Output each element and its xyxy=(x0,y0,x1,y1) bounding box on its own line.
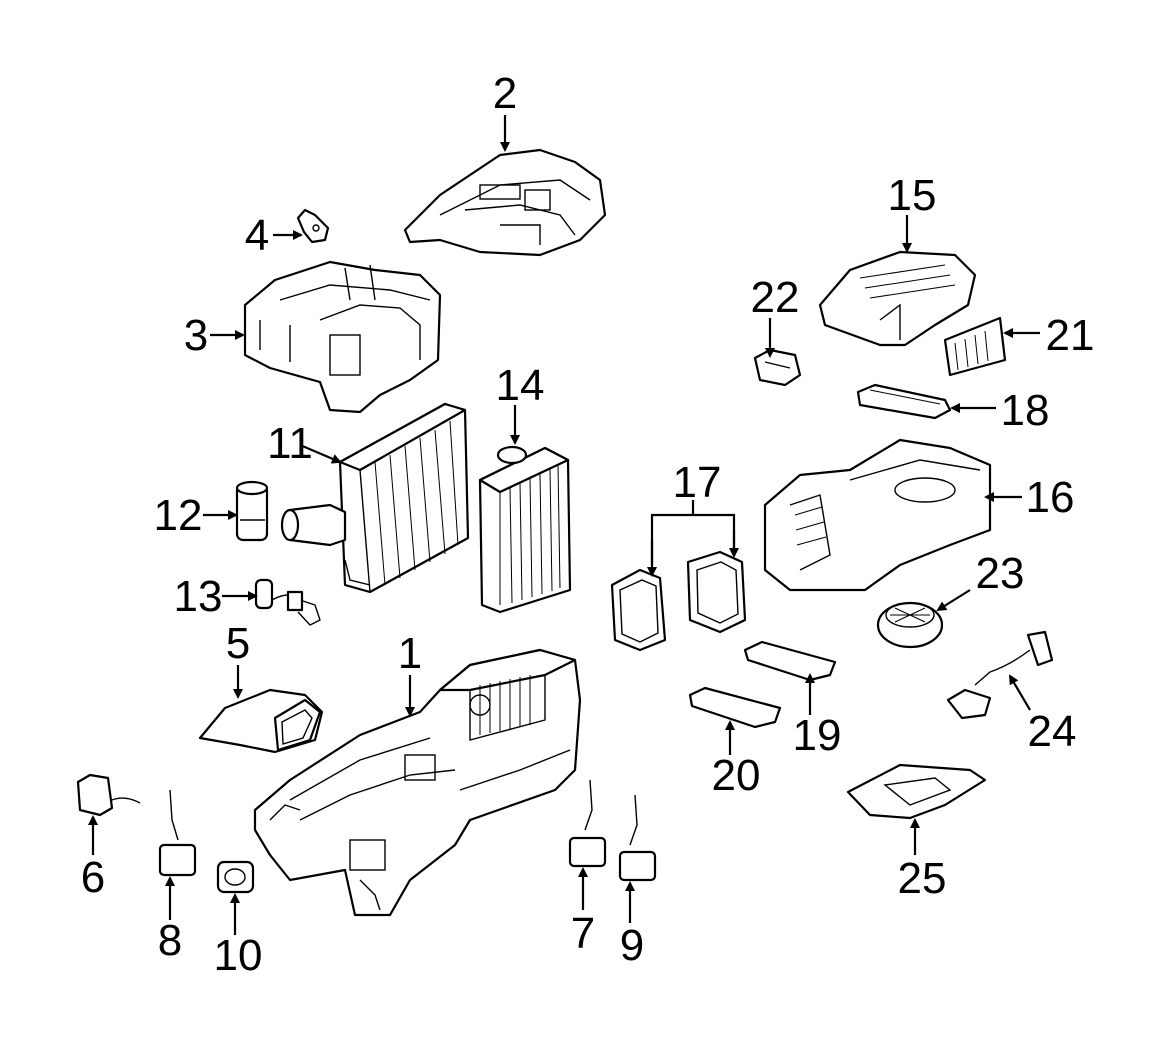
callout-3: 3 xyxy=(184,311,208,360)
leader-lines xyxy=(88,115,1040,935)
part-5-duct xyxy=(198,688,324,754)
part-18-filter xyxy=(856,383,952,420)
callout-15: 15 xyxy=(888,171,937,220)
callout-4: 4 xyxy=(245,211,269,260)
callout-14: 14 xyxy=(496,361,545,410)
part-4-bracket xyxy=(296,208,330,244)
callout-16: 16 xyxy=(1026,473,1075,522)
callout-5: 5 xyxy=(226,619,250,668)
part-24-harness xyxy=(946,630,1054,720)
part-13-sensor xyxy=(254,578,321,626)
part-10-motor xyxy=(216,860,255,894)
callout-labels: 2 4 3 11 12 13 14 5 1 6 8 10 7 9 15 22 2… xyxy=(81,69,1095,980)
callout-18: 18 xyxy=(1001,386,1050,435)
part-23-blower-motor xyxy=(876,601,944,649)
part-25-base-plate xyxy=(846,763,987,820)
callout-25: 25 xyxy=(898,854,947,903)
callout-9: 9 xyxy=(620,921,644,970)
callout-6: 6 xyxy=(81,853,105,902)
part-1-hvac-module xyxy=(253,648,582,917)
callout-21: 21 xyxy=(1046,311,1095,360)
part-9-actuator xyxy=(618,794,657,882)
callout-17: 17 xyxy=(673,458,722,507)
part-15-case xyxy=(818,250,977,347)
callout-10: 10 xyxy=(214,931,263,980)
callout-23: 23 xyxy=(976,549,1025,598)
callout-19: 19 xyxy=(793,711,842,760)
part-12-expansion-valve xyxy=(235,480,269,542)
part-8-actuator xyxy=(158,789,197,877)
callout-8: 8 xyxy=(158,916,182,965)
part-11-evaporator xyxy=(280,402,470,594)
callout-22: 22 xyxy=(751,273,800,322)
callout-12: 12 xyxy=(154,491,203,540)
part-19-seal xyxy=(743,640,837,682)
part-7-actuator xyxy=(568,779,607,868)
part-20-seal xyxy=(688,686,782,729)
callout-7: 7 xyxy=(571,909,595,958)
part-6-actuator xyxy=(76,773,141,817)
part-21-grille xyxy=(943,316,1007,377)
callout-1: 1 xyxy=(398,629,422,678)
part-3-housing xyxy=(243,260,442,414)
part-22-clip xyxy=(753,348,802,387)
callout-24: 24 xyxy=(1028,707,1077,756)
callout-2: 2 xyxy=(493,69,517,118)
part-16-blower-housing xyxy=(763,438,992,592)
callout-13: 13 xyxy=(174,572,223,621)
part-2-upper-case xyxy=(403,148,607,257)
callout-11: 11 xyxy=(267,419,313,468)
part-14-heater-core xyxy=(478,445,572,614)
callout-20: 20 xyxy=(712,751,761,800)
part-17-frames xyxy=(610,550,747,652)
